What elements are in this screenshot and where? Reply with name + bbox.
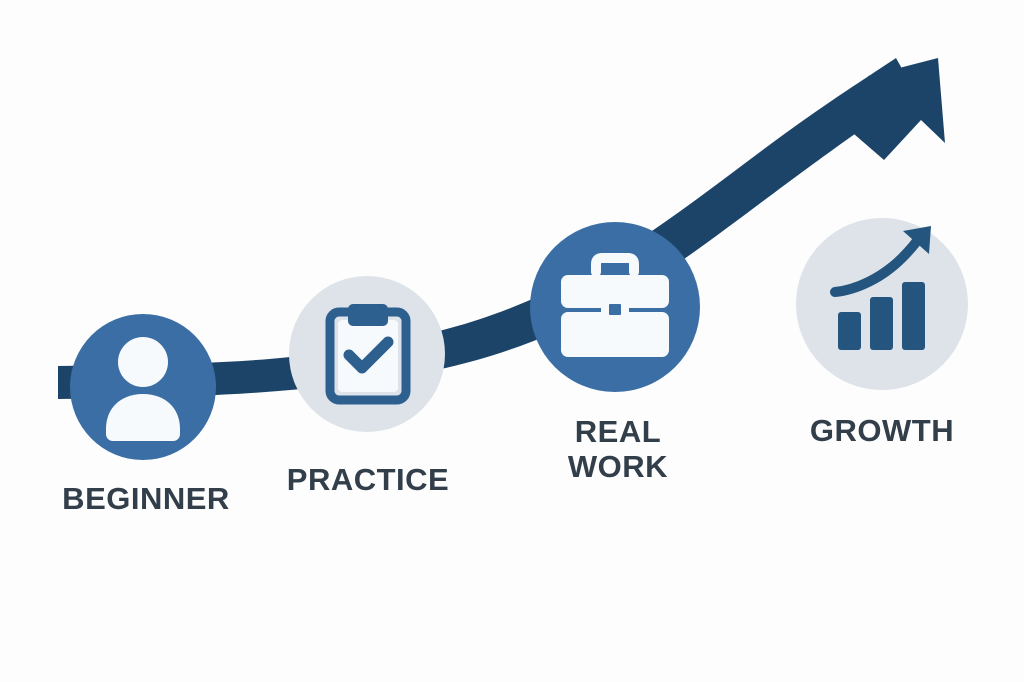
step-node-real-work[interactable] [530,222,700,392]
arrow-head [854,58,945,160]
step-label-beginner: BEGINNER [62,481,230,516]
step-node-growth[interactable] [796,218,968,390]
step-label-growth: GROWTH [809,413,955,448]
step-node-practice[interactable] [289,276,445,432]
step-label-real-work: REAL WORK [567,414,669,484]
clipboard-check-icon [325,304,411,405]
bar-chart-growth-icon [830,226,931,350]
briefcase-icon [561,253,669,357]
step-label-practice: PRACTICE [286,462,450,497]
user-icon [106,337,180,441]
step-node-beginner[interactable] [70,314,216,460]
